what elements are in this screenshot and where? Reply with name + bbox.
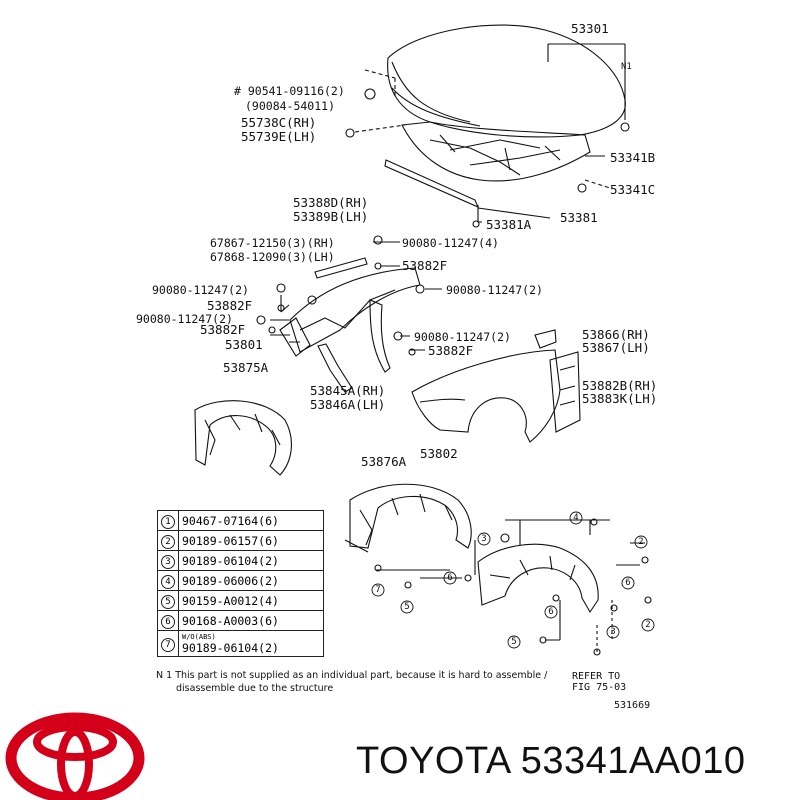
fastener-key-circle: 6 — [161, 614, 175, 629]
label-bolt-b: 90080-11247(2) — [152, 283, 249, 297]
toyota-logo — [5, 712, 145, 800]
fastener-sub: W/O(ABS) — [182, 632, 216, 641]
label-fig: FIG 75-03 — [572, 682, 627, 693]
callout-number: 3 — [610, 627, 616, 637]
label-53389b: 53389B(LH) — [293, 209, 369, 224]
fastener-key-circle: 1 — [161, 514, 175, 529]
label-53802: 53802 — [420, 446, 458, 461]
brand-name: TOYOTA — [356, 740, 510, 782]
label-53341b: 53341B — [610, 150, 656, 165]
label-bolt-e: 90080-11247(2) — [414, 330, 511, 344]
fender-liner-rear — [349, 483, 472, 549]
label-53381: 53381 — [560, 210, 598, 225]
label-53801: 53801 — [225, 337, 263, 352]
hood-inner-panel — [401, 121, 591, 182]
fastener-value: 90189-06104(2) — [178, 550, 324, 571]
fastener-key-circle: 2 — [161, 534, 175, 549]
fastener-key: 4 — [157, 570, 179, 591]
label-53845a: 53845A(RH) — [310, 383, 386, 398]
label-bolt-a: 90080-11247(4) — [402, 236, 499, 250]
label-53341c: 53341C — [610, 182, 656, 197]
callout-number: 4 — [573, 513, 579, 523]
label-53381a: 53381A — [486, 217, 532, 232]
label-53875a: 53875A — [223, 360, 269, 375]
callout-number: 6 — [548, 607, 554, 617]
callout-number: 7 — [375, 585, 381, 595]
label-53882f-b: 53882F — [207, 298, 253, 313]
callout-number: 2 — [645, 620, 651, 630]
hood-leader — [547, 44, 626, 120]
fastener-value: 90189-06006(2) — [178, 570, 324, 591]
label-53882b: 53882B(RH) — [582, 378, 658, 393]
fastener-value: 90467-07164(6) — [178, 510, 324, 531]
label-n1: N1 — [621, 62, 632, 72]
label-67868: 67868-12090(3)(LH) — [210, 250, 335, 264]
fastener-key: 7 — [157, 630, 179, 657]
label-bolt-c: 90080-11247(2) — [446, 283, 543, 297]
callout-number: 6 — [625, 578, 631, 588]
label-55738c: 55738C(RH) — [241, 115, 317, 130]
fastener-part: 90189-06104(2) — [182, 640, 279, 655]
fastener-value: W/O(ABS)90189-06104(2) — [178, 630, 324, 657]
fastener-value: 90159-A0012(4) — [178, 590, 324, 611]
fastener-key-circle: 7 — [161, 637, 175, 652]
label-53867: 53867(LH) — [582, 340, 650, 355]
part-number: 53341AA010 — [520, 740, 746, 782]
fastener-key: 6 — [157, 610, 179, 631]
fender-liner-front — [194, 400, 292, 476]
hood-seal — [384, 159, 480, 209]
label-bolt-d: 90080-11247(2) — [136, 312, 233, 326]
fastener-key: 2 — [157, 530, 179, 551]
note-line-2: disassemble due to the structure — [176, 683, 334, 694]
label-53876a: 53876A — [361, 454, 407, 469]
callout-number: 6 — [447, 573, 453, 583]
label-53301: 53301 — [571, 21, 609, 36]
label-53882f-d: 53882F — [428, 343, 474, 358]
fastener-key: 3 — [157, 550, 179, 571]
label-53388d: 53388D(RH) — [293, 195, 369, 210]
fastener-value: 90189-06157(6) — [178, 530, 324, 551]
hood-outline — [387, 24, 626, 138]
mud-guard — [477, 543, 599, 614]
label-53882f-a: 53882F — [402, 258, 448, 273]
brand-caption: TOYOTA 53341AA010 — [356, 740, 745, 783]
label-bolt-hood: # 90541-09116(2) — [234, 84, 345, 98]
fastener-key: 1 — [157, 510, 179, 531]
fastener-key-circle: 3 — [161, 554, 175, 569]
label-53882f-c: 53882F — [200, 322, 246, 337]
front-fender — [411, 349, 561, 443]
callout-number: 2 — [638, 537, 644, 547]
label-55739e: 55739E(LH) — [241, 129, 317, 144]
fastener-key-circle: 5 — [161, 594, 175, 609]
label-fig-code: 531669 — [614, 700, 651, 711]
label-bolt-hood-alt: (90084-54011) — [245, 99, 336, 113]
fastener-key-circle: 4 — [161, 574, 175, 589]
callout-number: 5 — [404, 602, 410, 612]
note-line-1: N 1 This part is not supplied as an indi… — [156, 670, 548, 681]
label-67867: 67867-12150(3)(RH) — [210, 236, 335, 250]
label-53866: 53866(RH) — [582, 327, 650, 342]
fender-apron — [289, 267, 421, 353]
fastener-key: 5 — [157, 590, 179, 611]
fastener-value: 90168-A0003(6) — [178, 610, 324, 631]
callout-number: 3 — [481, 534, 487, 544]
fender-strip — [314, 257, 368, 279]
label-53883k: 53883K(LH) — [582, 391, 658, 406]
callout-number: 5 — [511, 637, 517, 647]
label-53846a: 53846A(LH) — [310, 397, 386, 412]
label-refer: REFER TO — [572, 671, 621, 682]
